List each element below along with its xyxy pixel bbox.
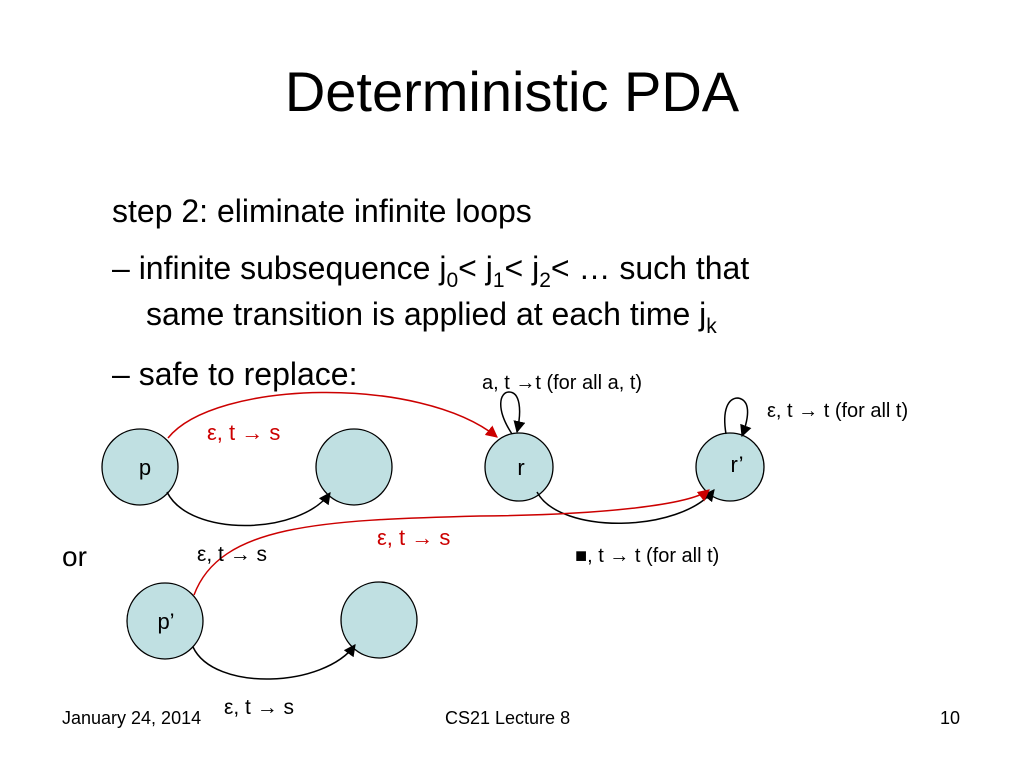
edge-p-to-r-red (167, 391, 498, 439)
subscript: 1 (492, 269, 505, 292)
edge-r-to-r-prime (536, 489, 715, 524)
state-q-prime-circle (340, 581, 418, 659)
self-loop-r-arrow (500, 391, 526, 435)
label-p-to-r-red: ε, t → s (207, 420, 280, 445)
footer-page-number: 10 (940, 708, 961, 728)
state-p-label: p (139, 455, 151, 480)
state-r-label: r (517, 455, 524, 480)
label-self-loop-r-prime: ε, t → t (for all t) (767, 400, 908, 422)
bullet-text: < j (504, 250, 540, 286)
label-p-prime-to-q-prime: ε, t → s (224, 696, 294, 719)
state-r-prime-label: r’ (730, 452, 743, 477)
edge-p-prime-to-q-prime (192, 644, 356, 680)
state-r: r (484, 432, 554, 502)
subscript: 2 (539, 269, 551, 292)
state-p-prime-circle (126, 582, 204, 660)
or-label: or (62, 541, 87, 572)
state-p: p (101, 428, 179, 506)
state-r-prime-circle (695, 432, 765, 502)
self-loop-r-prime-arrow (724, 397, 752, 438)
bullet-safe-to-replace: – safe to replace: (112, 356, 358, 392)
label-p-prime-to-r-prime-red: ε, t → s (377, 525, 450, 550)
state-r-prime: r’ (695, 432, 765, 502)
state-p-prime-label: p’ (157, 609, 174, 634)
subscript: k (706, 315, 717, 338)
label-p-to-q: ε, t → s (197, 543, 267, 566)
label-self-loop-r: a, t →t (for all a, t) (482, 372, 642, 394)
bullet-text: – infinite subsequence j (112, 250, 447, 286)
bullet-text: < … such that (550, 250, 750, 286)
state-q-prime (340, 581, 418, 659)
state-q (315, 428, 393, 506)
bullet-step: step 2: eliminate infinite loops (112, 193, 532, 229)
footer-course: CS21 Lecture 8 (445, 708, 571, 728)
state-p-circle (101, 428, 179, 506)
subscript: 0 (446, 269, 459, 292)
slide-title: Deterministic PDA (284, 60, 740, 123)
label-r-to-r-prime: ■, t → t (for all t) (575, 545, 719, 567)
bullet-continuation: same transition is applied at each time … (146, 294, 717, 337)
bullet-text: same transition is applied at each time … (146, 296, 707, 332)
state-q-circle (315, 428, 393, 506)
bullet-infinite-subsequence: – infinite subsequence j0< j1< j2< … suc… (112, 248, 750, 291)
edge-p-prime-to-r-prime-red (193, 489, 710, 596)
footer-date: January 24, 2014 (62, 708, 202, 728)
state-p-prime: p’ (126, 582, 204, 660)
edge-p-to-q (166, 491, 331, 527)
bullet-text: < j (458, 250, 493, 286)
